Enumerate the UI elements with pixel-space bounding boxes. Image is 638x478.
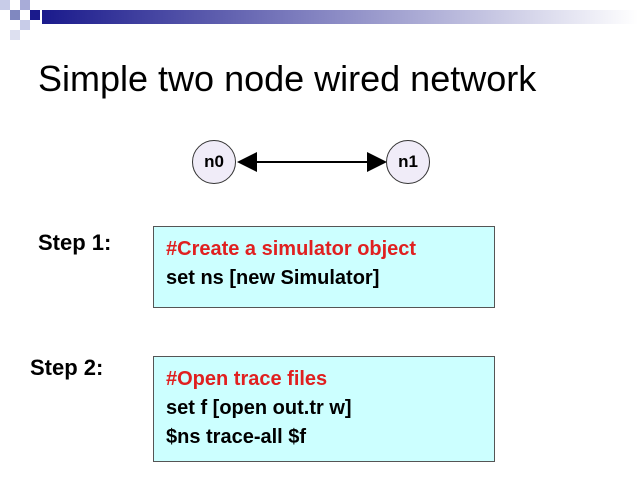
step-2-code-box: #Open trace files set f [open out.tr w] … — [153, 356, 495, 462]
deco-square — [0, 0, 10, 10]
node-n0: n0 — [192, 140, 236, 184]
step-1-label: Step 1: — [38, 230, 112, 255]
code-line: set ns [new Simulator] — [166, 267, 380, 289]
header-gradient-bar — [42, 10, 638, 24]
node-n1-label: n1 — [398, 152, 418, 171]
code-line: $ns trace-all $f — [166, 426, 307, 448]
node-n0-label: n0 — [204, 152, 224, 171]
deco-square — [20, 0, 30, 10]
code-line-comment: #Open trace files — [166, 368, 328, 390]
deco-square — [10, 10, 20, 20]
code-line: set f [open out.tr w] — [166, 397, 352, 419]
code-line-comment: #Create a simulator object — [166, 238, 417, 260]
step-1-code-box: #Create a simulator object set ns [new S… — [153, 226, 495, 308]
deco-square — [30, 10, 40, 20]
header-decoration — [0, 0, 638, 40]
step-2-label: Step 2: — [30, 355, 104, 380]
node-n1: n1 — [386, 140, 430, 184]
deco-square — [20, 20, 30, 30]
deco-square — [10, 30, 20, 40]
slide-title: Simple two node wired network — [38, 58, 537, 99]
